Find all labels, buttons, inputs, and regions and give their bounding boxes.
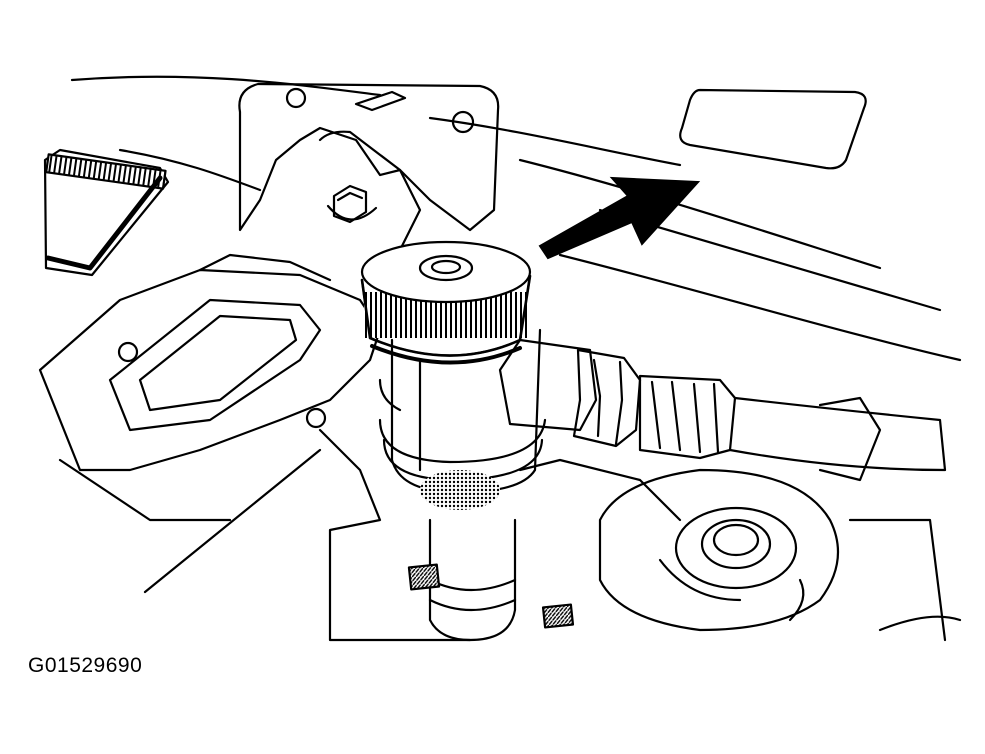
housing-edge bbox=[58, 458, 232, 522]
hose-clip bbox=[818, 396, 882, 482]
strut-mount-inner bbox=[674, 506, 798, 590]
reservoir-cap-center bbox=[430, 259, 462, 275]
figure-code: G01529690 bbox=[28, 654, 143, 677]
cover-plate bbox=[679, 88, 867, 170]
fitting-hex-face bbox=[592, 358, 602, 438]
hose-sleeve-rib bbox=[670, 380, 682, 452]
hose-sleeve bbox=[638, 374, 737, 460]
hose-sleeve-rib bbox=[650, 380, 662, 450]
mounting-bracket bbox=[238, 82, 500, 232]
intake-screw bbox=[305, 407, 327, 429]
reservoir-cap-center bbox=[418, 254, 474, 282]
main-casting bbox=[518, 458, 682, 522]
lower-pipe-band bbox=[428, 598, 517, 612]
strut-mount-center bbox=[700, 518, 772, 570]
bracket-bolt-washer bbox=[326, 204, 378, 221]
fitting-hex bbox=[572, 348, 642, 448]
connector-serration bbox=[45, 153, 167, 190]
bracket-inner-edge bbox=[318, 130, 422, 262]
reservoir-cap-skirt-outline bbox=[360, 274, 532, 357]
lower-pipe-band bbox=[428, 578, 517, 592]
neck-collar bbox=[378, 378, 402, 412]
background-contour bbox=[70, 75, 382, 97]
background-contour bbox=[558, 253, 962, 362]
bracket-slot bbox=[354, 90, 407, 112]
body-edge-lower-right bbox=[848, 518, 947, 642]
hose-sleeve-rib bbox=[712, 382, 720, 454]
threaded-stud bbox=[407, 563, 441, 591]
strut-mount bbox=[598, 468, 840, 632]
background-contour bbox=[118, 148, 262, 192]
hose-sleeve-rib bbox=[692, 382, 702, 454]
strut-mount-boss bbox=[712, 523, 760, 557]
hose bbox=[728, 396, 947, 472]
neck-ring bbox=[378, 418, 547, 464]
bracket-hole bbox=[285, 87, 307, 109]
threaded-stud bbox=[541, 603, 575, 629]
connector-serration-lower bbox=[45, 175, 163, 271]
background-contour bbox=[518, 158, 882, 270]
intake-flange bbox=[198, 253, 332, 282]
intake-screw bbox=[117, 341, 139, 363]
left-connector bbox=[43, 148, 170, 277]
lower-pipe bbox=[428, 518, 517, 642]
intake-housing-opening bbox=[138, 314, 298, 412]
strut-mount-rib bbox=[788, 578, 805, 622]
mesh-filter bbox=[420, 470, 500, 510]
intake-housing-rim bbox=[108, 298, 322, 432]
main-casting bbox=[318, 428, 472, 642]
bracket-hole bbox=[451, 110, 475, 134]
housing-edge bbox=[143, 448, 322, 594]
body-edge-lower-right bbox=[878, 615, 962, 632]
bracket-bolt bbox=[336, 191, 364, 202]
background-contour bbox=[428, 116, 682, 167]
bracket-bolt bbox=[332, 184, 368, 224]
fitting-hex-face bbox=[614, 360, 624, 446]
reservoir-cap-bottom bbox=[370, 344, 522, 365]
arrow-icon bbox=[538, 176, 701, 260]
fitting-body bbox=[498, 338, 598, 432]
strut-mount-rib bbox=[658, 558, 742, 602]
